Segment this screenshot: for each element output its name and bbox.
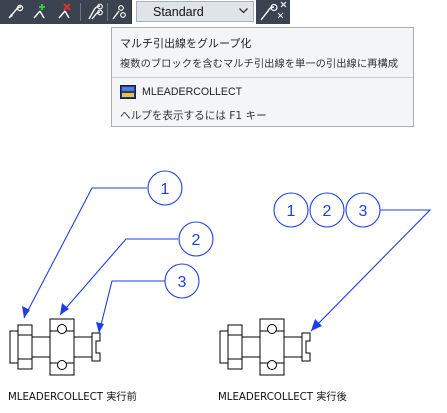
leader-2 bbox=[59, 238, 178, 316]
add-leader-button[interactable] bbox=[4, 2, 26, 22]
collected-balloon-1-label: 1 bbox=[287, 203, 296, 220]
toolbar-separator bbox=[80, 3, 81, 21]
multileader-style-button[interactable] bbox=[256, 0, 290, 24]
add-leader-plus-button[interactable] bbox=[29, 2, 51, 22]
after-assembly: 1 2 3 bbox=[219, 192, 432, 376]
multileader-toolbar: Standard bbox=[0, 0, 447, 24]
multileader-style-icon bbox=[260, 1, 287, 21]
balloon-3: 3 bbox=[164, 263, 200, 299]
collected-balloon-1: 1 bbox=[273, 192, 309, 228]
tooltip-description: 複数のブロックを含むマルチ引出線を単一の引出線に再構成 bbox=[120, 58, 399, 70]
balloon-1: 1 bbox=[147, 170, 183, 206]
collected-balloon-2-label: 2 bbox=[323, 203, 332, 220]
collected-leader bbox=[310, 209, 432, 332]
collected-balloon-3: 3 bbox=[345, 192, 381, 228]
collect-leaders-button[interactable] bbox=[108, 2, 130, 22]
collected-balloon-3-label: 3 bbox=[359, 203, 368, 220]
leader-3 bbox=[96, 280, 165, 334]
balloon-3-label: 3 bbox=[178, 274, 187, 291]
leader-1 bbox=[22, 187, 147, 319]
before-caption: MLEADERCOLLECT 実行前 bbox=[8, 392, 137, 403]
balloon-1-label: 1 bbox=[161, 181, 170, 198]
chevron-down-icon bbox=[239, 8, 248, 14]
add-leader-plus-icon bbox=[33, 4, 45, 19]
tooltip-divider bbox=[112, 77, 413, 78]
remove-leader-icon bbox=[58, 3, 71, 19]
align-leaders-button[interactable] bbox=[84, 2, 106, 22]
after-caption: MLEADERCOLLECT 実行後 bbox=[218, 392, 347, 403]
toolbar-separator bbox=[107, 3, 108, 21]
tooltip-help: ヘルプを表示するには F1 キー bbox=[120, 110, 267, 122]
toolbar-button-group bbox=[0, 0, 132, 24]
command-line-icon bbox=[120, 85, 136, 99]
balloon-2: 2 bbox=[178, 221, 214, 257]
add-leader-icon bbox=[8, 4, 24, 19]
collect-leaders-icon bbox=[112, 5, 126, 20]
multileader-style-combo[interactable]: Standard bbox=[136, 1, 254, 22]
before-assembly: 1 2 3 bbox=[9, 170, 214, 376]
remove-leader-button[interactable] bbox=[54, 2, 76, 22]
multileader-style-value: Standard bbox=[153, 5, 204, 19]
tooltip-title: マルチ引出線をグループ化 bbox=[120, 37, 252, 50]
balloon-2-label: 2 bbox=[192, 232, 201, 249]
tooltip-command: MLEADERCOLLECT bbox=[142, 86, 243, 98]
command-tooltip: マルチ引出線をグループ化 複数のブロックを含むマルチ引出線を単一の引出線に再構成… bbox=[111, 27, 414, 127]
collected-balloon-2: 2 bbox=[309, 192, 345, 228]
align-leaders-icon bbox=[88, 3, 103, 20]
